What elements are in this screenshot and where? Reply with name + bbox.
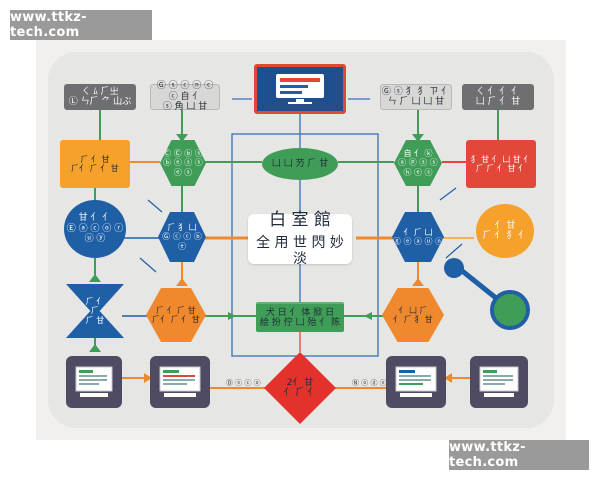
center-title: 白 室 館 [269,210,331,231]
center-frame [231,133,379,357]
orange-box-left: ⺁ ⺅ ⽢ ⺁⺅ ⺁ ⺅ ⽢ [60,140,130,188]
top-right-box-1: Ⓖ ⓢ ⺨ ⺨ ㄗ ⺅ ㄣ ⺁ ⼐ ⼐ ⽢ [380,84,452,110]
monitor-card-3 [386,356,446,408]
node-text: Ⓔ ⓐ ⓒ ⓞ ⓡ ⓤ ⓨ [66,223,124,245]
node-text: Ⓛ ㄣ⺁ ⺈ 山ぶ [68,97,132,107]
arrowhead [412,278,424,286]
node-text: ㄑ ⺅ ⺅ ⺅ [475,86,521,97]
node-text: ⺁ ⺅ ⺨ ⺅ [482,231,528,241]
node-text: ⺁⺅ ⺁ ⺅ ⽢ [152,315,200,324]
label-left: Ⓓ ⓔ ⓒ ⓞ [226,379,261,387]
orange-circle-right: ⺅ ⽢ ⺁ ⺅ ⺨ ⺅ [476,204,534,258]
green-dot-large [490,290,530,330]
green-hex-left: Ⓒ Ⓒ ⓑ ⓢ ⓑ ⓔ ⓢ ⓢ ⓔ ⓢ [160,140,206,186]
node-text: 犬 日 ⺅ 体 掀 日 [265,307,335,318]
diag-right-2 [445,243,463,259]
diag-left-2 [139,257,157,273]
diag-right-1 [439,187,457,201]
node-text: ⽢ ⺅ ⺅ [78,213,112,224]
arrowhead [89,274,101,282]
center-title-box: 白 室 館 全 用 世 閃 妙 淡 [248,210,352,267]
node-text: ⺁ ⺁ ⺅ ⽢ ⺅ [475,164,527,173]
node-text: Ⓖ ⓢ ⓒ ⓝ ⓒ ⓒ ⾃ ⺅ [156,81,214,102]
node-text: ⺅ ⺁ ⺅ [283,388,317,398]
orange-hex-left: ⺁ ⺅ ⺁ ⽢ ⺁⺅ ⺁ ⺅ ⽢ [146,288,206,342]
arrowhead [89,344,101,352]
green-hex-right: ⾃ ⺅ ⓚ ⓐ ⓟ ⓢ ⓢ ⓗ ⓔ ⓢ [394,140,442,186]
orange-hex-right: ⺅ ⼐ ⺁ ⺅ ⺁ ⺨ ⽢ [382,288,444,342]
node-text: ⓖ ⓔ ⓐ ⓤ ⓝ [392,237,444,246]
node-text: ⓐ ⓟ ⓢ ⓢ ⓗ ⓔ ⓢ [398,158,438,177]
node-text: Ⓖ ⓒ ⓒ ⓑ ⓔ [162,232,202,251]
node-text: ⺁ ⺅ [85,297,105,307]
node-text: ⺁ ⺅ ⽢ [80,154,110,164]
blue-circle-left: ⽢ ⺅ ⺅ Ⓔ ⓐ ⓒ ⓞ ⓡ ⓤ ⓨ [64,200,126,258]
arrowhead [176,278,188,286]
green-ellipse-top: ⼐ ⼐ 芀 ⺁ ⽢ [262,148,338,180]
arrowhead [412,134,424,142]
monitor-icon [276,74,324,104]
watermark-top: www.ttkz-tech.com [10,10,152,40]
node-text: ⺨ ⽢ ⺅ ⼐ ⽢ ⺅ [470,154,532,164]
top-left-box-1: ㄑ ﾑ ⺁㞢 Ⓛ ㄣ⺁ ⺈ 山ぶ [64,84,136,110]
node-text: ㄣ ⺁ ⼐ ⼐ ⽢ [387,97,445,107]
node-text: ⺁ ⽢ [85,315,105,325]
document-monitor-icon [395,366,437,397]
node-text: ⺁ ⺅ ⺁ ⽢ [156,305,196,315]
document-monitor-icon [159,366,201,397]
node-text: ⾃ ⺅ ⓚ [403,149,433,159]
node-text: ⼐ ⼐ 芀 ⺁ ⽢ [271,158,329,169]
arrowhead [144,373,152,383]
arrowhead [364,312,372,320]
top-monitor-node [254,64,346,114]
node-text: ⺅ ⺁ ⼐ [403,227,433,237]
diag-left-1 [147,199,163,213]
document-monitor-icon [479,366,519,397]
arrowhead [176,134,188,142]
node-text: 2⺅ ⽢ [286,377,314,388]
node-text: ⓑ ⓔ ⓢ ⓢ ⓔ ⓢ [163,158,203,177]
node-text: ⓢ ⾓ ⼐ ⽢ [162,102,208,113]
green-rect-center: 犬 日 ⺅ 体 掀 日 絵 扮 佇 ⼐ 殆 ⺅ 陈 [256,302,344,332]
red-box-right: ⺨ ⽢ ⺅ ⼐ ⽢ ⺅ ⺁ ⺁ ⺅ ⽢ ⺅ [466,140,536,188]
node-text: ⺁ ⺨ ⼐ [167,223,197,233]
node-text: ⺅ ⼐ ⺁ [398,305,428,315]
monitor-card-2 [150,356,210,408]
node-text: ⺁⺅ ⺁ ⺅ ⽢ [71,164,119,173]
monitor-card-4 [470,356,528,408]
document-monitor-icon [75,366,113,397]
top-left-box-2: Ⓖ ⓢ ⓒ ⓝ ⓒ ⓒ ⾃ ⺅ ⓢ ⾓ ⼐ ⽢ [150,81,220,113]
node-text: ⺁ [91,306,99,316]
node-text: ⼐ ⺁ ⺅ ⽢ [475,97,521,107]
blue-dot-small [444,258,464,278]
center-subtitle: 全 用 世 閃 妙 淡 [256,234,344,267]
node-text: ⺅ ⺁ ⺨ ⽢ [393,315,433,324]
node-text: Ⓖ ⓢ ⺨ ⺨ ㄗ ⺅ [381,86,451,97]
watermark-bottom: www.ttkz-tech.com [449,440,589,470]
top-right-box-2: ㄑ ⺅ ⺅ ⺅ ⼐ ⺁ ⺅ ⽢ [462,84,534,110]
node-text: ㄑ ﾑ ⺁㞢 [81,86,119,97]
arrowhead [444,373,452,383]
arrowhead [228,312,236,320]
node-text: Ⓒ Ⓒ ⓑ ⓢ [163,149,203,159]
node-text: 絵 扮 佇 ⼐ 殆 ⺅ 陈 [259,318,341,328]
label-right: Ⓝ ⓞ ⓓ ⓔ [352,379,387,387]
node-text: ⺅ ⽢ [494,220,516,231]
monitor-card-1 [66,356,122,408]
